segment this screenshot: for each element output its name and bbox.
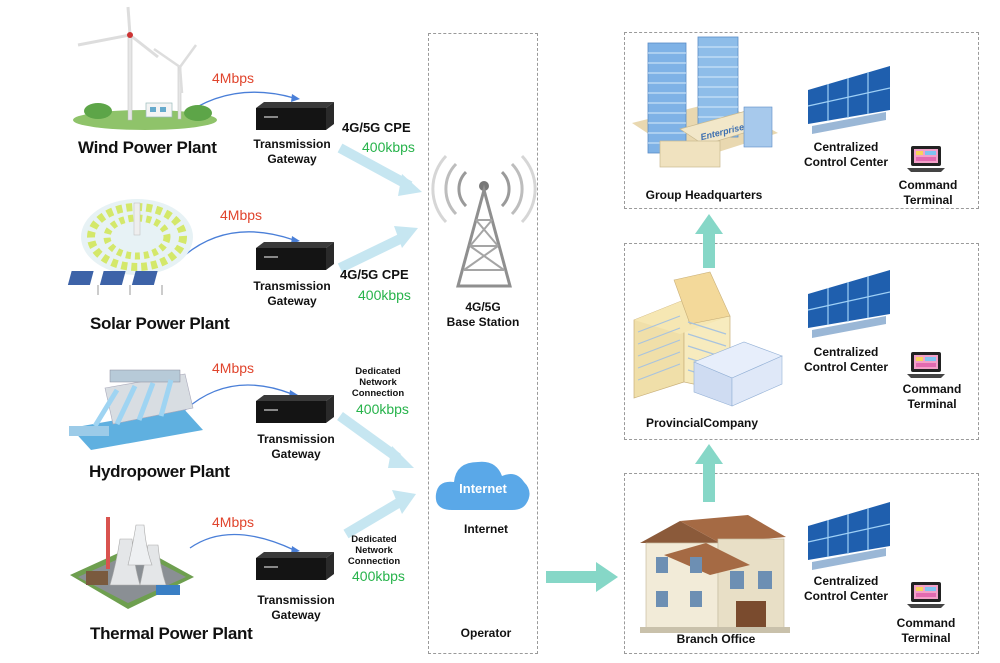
plant-name-hydro: Hydropower Plant	[89, 462, 230, 481]
plant-name-solar: Solar Power Plant	[90, 314, 230, 333]
internet-label: Internet	[463, 522, 508, 536]
enterprise-buildings-icon: Enterprise	[630, 33, 780, 183]
group-headquarters-box	[624, 32, 979, 209]
hydro-dam-icon	[65, 368, 205, 450]
plant-rate-thermal: 4Mbps	[212, 514, 255, 530]
plant-name-thermal: Thermal Power Plant	[90, 624, 253, 643]
arrow-wind-to-station	[337, 143, 413, 191]
link-rate-thermal: 400kbps	[352, 568, 405, 584]
gateway-device-icon	[256, 395, 334, 425]
laptop-icon	[907, 580, 945, 610]
link-rate-wind: 400kbps	[362, 139, 415, 155]
operator-label: Operator	[460, 626, 512, 640]
wind-turbine-icon	[70, 5, 220, 130]
site-name-branch-office: Branch Office	[676, 632, 756, 646]
arrow-solar-to-station	[337, 233, 405, 273]
provincial-building-icon	[633, 271, 784, 412]
gateway-device-icon	[256, 242, 334, 272]
link-rate-solar: 400kbps	[358, 287, 411, 303]
internet-cloud-text: Internet	[459, 481, 507, 496]
arrow-thermal-to-internet	[343, 497, 403, 539]
link-type-wind: 4G/5G CPE	[342, 120, 411, 135]
laptop-icon	[907, 144, 945, 174]
branch-house-icon	[640, 515, 790, 633]
site-name-group-headquarters: Group Headquarters	[645, 188, 763, 202]
arrow-hydro-to-internet	[337, 411, 401, 463]
plant-rate-solar: 4Mbps	[220, 207, 263, 223]
gateway-device-icon	[256, 102, 334, 132]
plant-rate-wind: 4Mbps	[212, 70, 255, 86]
laptop-icon	[907, 350, 945, 380]
video-wall-icon	[806, 500, 892, 570]
thermal-plant-icon	[66, 505, 196, 615]
branch-office-box	[624, 473, 979, 654]
video-wall-icon	[806, 64, 892, 134]
internet-cloud-icon: Internet	[432, 452, 534, 516]
gateway-device-icon	[256, 552, 334, 582]
plant-name-wind: Wind Power Plant	[78, 138, 217, 157]
base-station-tower-icon	[431, 150, 537, 290]
provincial-company-box	[624, 243, 979, 440]
plant-rate-hydro: 4Mbps	[212, 360, 255, 376]
link-rate-hydro: 400kbps	[356, 401, 409, 417]
link-type-solar: 4G/5G CPE	[340, 267, 409, 282]
site-name-provincial-company: ProvincialCompany	[645, 416, 759, 430]
solar-plant-icon	[67, 195, 196, 305]
operator-box	[428, 33, 538, 654]
video-wall-icon	[806, 268, 892, 338]
